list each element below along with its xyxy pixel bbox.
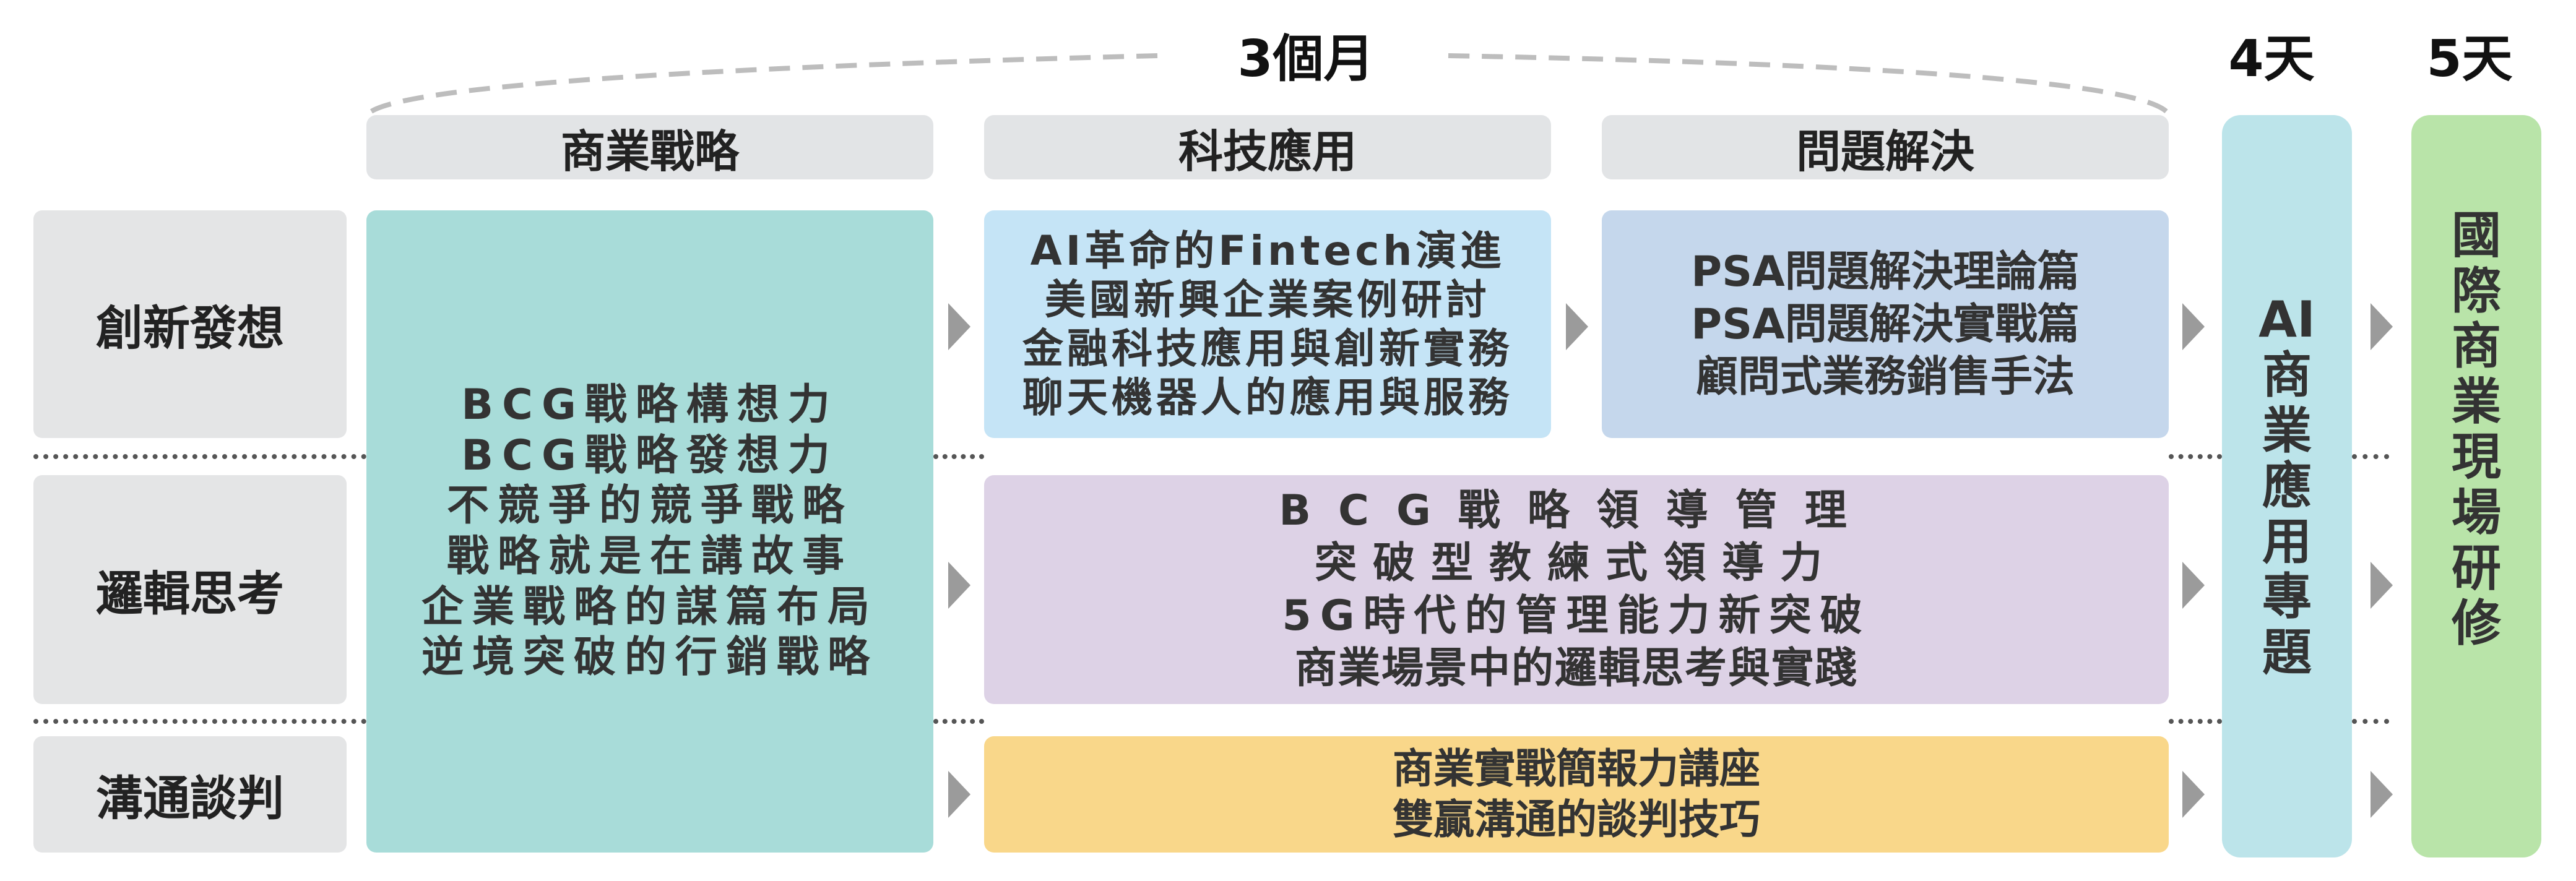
strategy-courses-card: BCG戰略構想力 BCG戰略發想力 不競爭的競爭戰略 戰略就是在講故事 企業戰略… <box>366 210 933 853</box>
ai-module-char: 業 <box>2262 402 2312 460</box>
column-header-tech: 科技應用 <box>984 115 1551 179</box>
row-separator-2-far <box>2352 719 2389 724</box>
arrow-right-icon <box>2371 303 2393 350</box>
problem-courses-card: PSA問題解決理論篇 PSA問題解決實戰篇 顧問式業務銷售手法 <box>1602 210 2169 438</box>
intl-module-char: 國 <box>2452 207 2501 264</box>
ai-module-char: 題 <box>2262 623 2312 681</box>
intl-module-char: 場 <box>2452 483 2501 541</box>
course-item: PSA問題解決理論篇 <box>1691 247 2080 296</box>
logic-courses-card: BCG戰略領導管理 突破型教練式領導力 5G時代的管理能力新突破 商業場景中的邏… <box>984 475 2169 704</box>
course-item: PSA問題解決實戰篇 <box>1691 299 2080 349</box>
arrow-right-icon <box>2182 562 2205 609</box>
course-item: BCG戰略構想力 <box>461 380 839 430</box>
row-header-logic: 邏輯思考 <box>33 475 347 704</box>
ai-module-char: 應 <box>2262 457 2312 515</box>
three-month-bracket <box>370 53 2168 114</box>
arrow-right-icon <box>948 562 970 609</box>
row-separator-1-far <box>2352 454 2389 459</box>
row-separator-1 <box>33 454 366 459</box>
row-separator-1-mid <box>933 454 984 459</box>
duration-four-days: 4天 <box>2228 30 2315 88</box>
duration-three-months: 3個月 <box>1237 30 1375 88</box>
row-separator-1-right <box>2169 454 2222 459</box>
ai-module-char: 商 <box>2262 346 2312 405</box>
ai-module-char: 用 <box>2262 512 2312 570</box>
course-item: 戰略就是在講故事 <box>446 532 853 581</box>
course-item: 雙贏溝通的談判技巧 <box>1393 796 1760 843</box>
ai-module-char: 專 <box>2262 568 2312 626</box>
arrow-right-icon <box>948 771 970 818</box>
arrow-right-icon <box>1566 303 1588 350</box>
intl-module-char: 研 <box>2452 539 2501 597</box>
intl-module-char: 修 <box>2452 595 2501 653</box>
intl-module-char: 業 <box>2452 372 2501 431</box>
arrow-right-icon <box>2371 562 2393 609</box>
row-header-innovation: 創新發想 <box>33 210 347 438</box>
row-separator-2 <box>33 719 366 724</box>
arrow-right-icon <box>2182 303 2205 350</box>
column-header-problem: 問題解決 <box>1602 115 2169 179</box>
course-item: 不競爭的競爭戰略 <box>446 481 853 531</box>
ai-module-char: AI <box>2258 291 2315 349</box>
row-separator-2-right <box>2169 719 2222 724</box>
course-item: 5G時代的管理能力新突破 <box>1282 591 1871 640</box>
course-item: 商業場景中的邏輯思考與實踐 <box>1294 644 1858 693</box>
course-item: 美國新興企業案例研討 <box>1045 275 1490 324</box>
ai-module-card: AI 商 業 應 用 專 題 <box>2222 115 2352 857</box>
row-header-negotiation: 溝通談判 <box>33 736 347 853</box>
course-item: 顧問式業務銷售手法 <box>1695 352 2075 402</box>
intl-module-char: 商 <box>2452 317 2501 376</box>
column-header-strategy: 商業戰略 <box>366 115 933 179</box>
arrow-right-icon <box>948 303 970 350</box>
international-module-card: 國 際 商 業 現 場 研 修 <box>2411 115 2541 857</box>
course-item: 商業實戰簡報力講座 <box>1393 744 1760 793</box>
course-item: 企業戰略的謀篇布局 <box>421 582 878 632</box>
course-item: BCG戰略領導管理 <box>1279 486 1874 535</box>
arrow-right-icon <box>2182 771 2205 818</box>
intl-module-char: 際 <box>2452 262 2501 320</box>
course-item: BCG戰略發想力 <box>461 431 839 480</box>
intl-module-char: 現 <box>2452 428 2501 486</box>
negotiation-courses-card: 商業實戰簡報力講座 雙贏溝通的談判技巧 <box>984 736 2169 853</box>
tech-courses-card: AI革命的Fintech演進 美國新興企業案例研討 金融科技應用與創新實務 聊天… <box>984 210 1551 438</box>
course-item: 逆境突破的行銷戰略 <box>421 633 878 682</box>
course-item: AI革命的Fintech演進 <box>1030 226 1505 275</box>
row-separator-2-mid <box>933 719 984 724</box>
course-item: 聊天機器人的應用與服務 <box>1022 374 1513 422</box>
arrow-right-icon <box>2371 771 2393 818</box>
course-item: 突破型教練式領導力 <box>1314 539 1838 588</box>
course-item: 金融科技應用與創新實務 <box>1022 325 1513 372</box>
duration-five-days: 5天 <box>2426 30 2513 88</box>
